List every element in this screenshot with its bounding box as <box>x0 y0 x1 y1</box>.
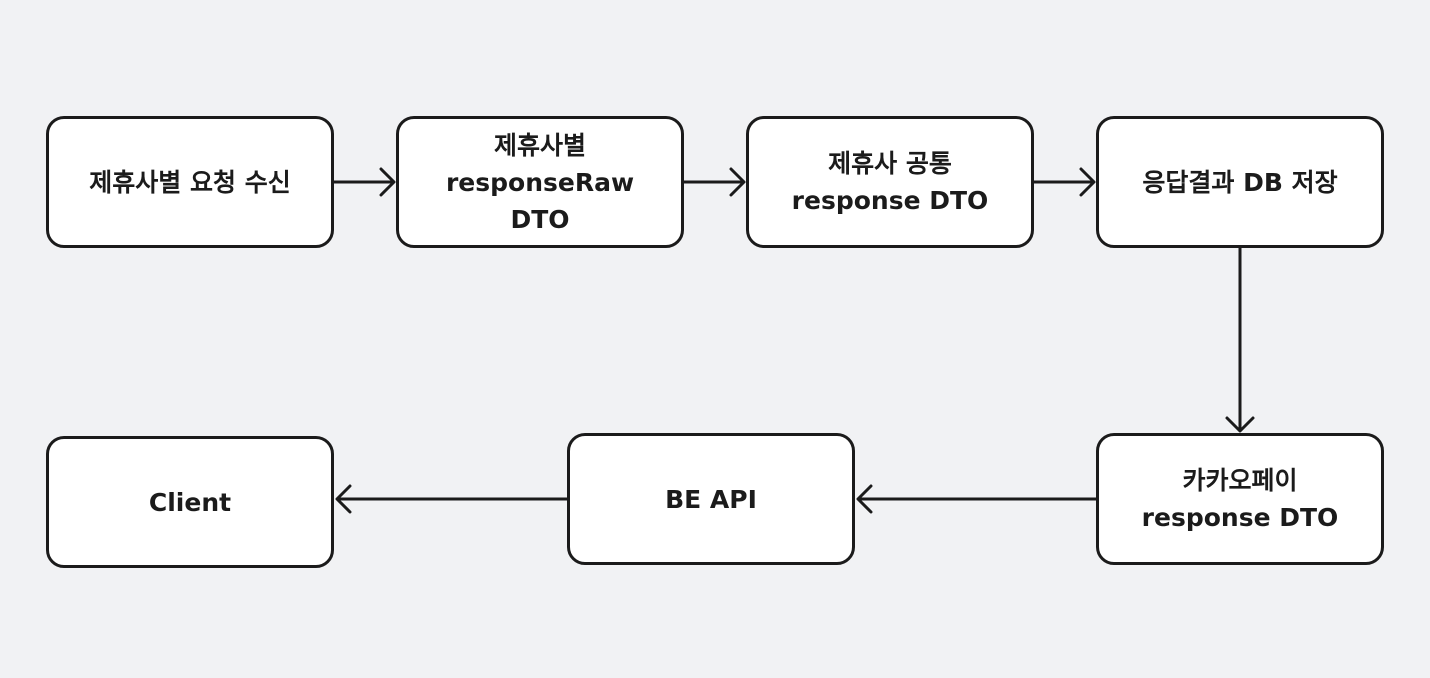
arrow-request-to-raw-dto <box>332 167 396 197</box>
arrow-be-api-to-client <box>335 484 569 514</box>
node-common-response-dto: 제휴사 공통 response DTO <box>746 116 1034 248</box>
arrow-kakaopay-dto-to-be-api <box>856 484 1098 514</box>
node-kakaopay-response-dto: 카카오페이 response DTO <box>1096 433 1384 565</box>
arrow-db-to-kakaopay-dto <box>1225 246 1255 433</box>
arrow-raw-dto-to-common-dto <box>682 167 746 197</box>
node-save-db: 응답결과 DB 저장 <box>1096 116 1384 248</box>
node-response-raw-dto: 제휴사별 responseRaw DTO <box>396 116 684 248</box>
arrow-common-dto-to-db <box>1032 167 1096 197</box>
node-client: Client <box>46 436 334 568</box>
node-partner-request: 제휴사별 요청 수신 <box>46 116 334 248</box>
node-be-api: BE API <box>567 433 855 565</box>
